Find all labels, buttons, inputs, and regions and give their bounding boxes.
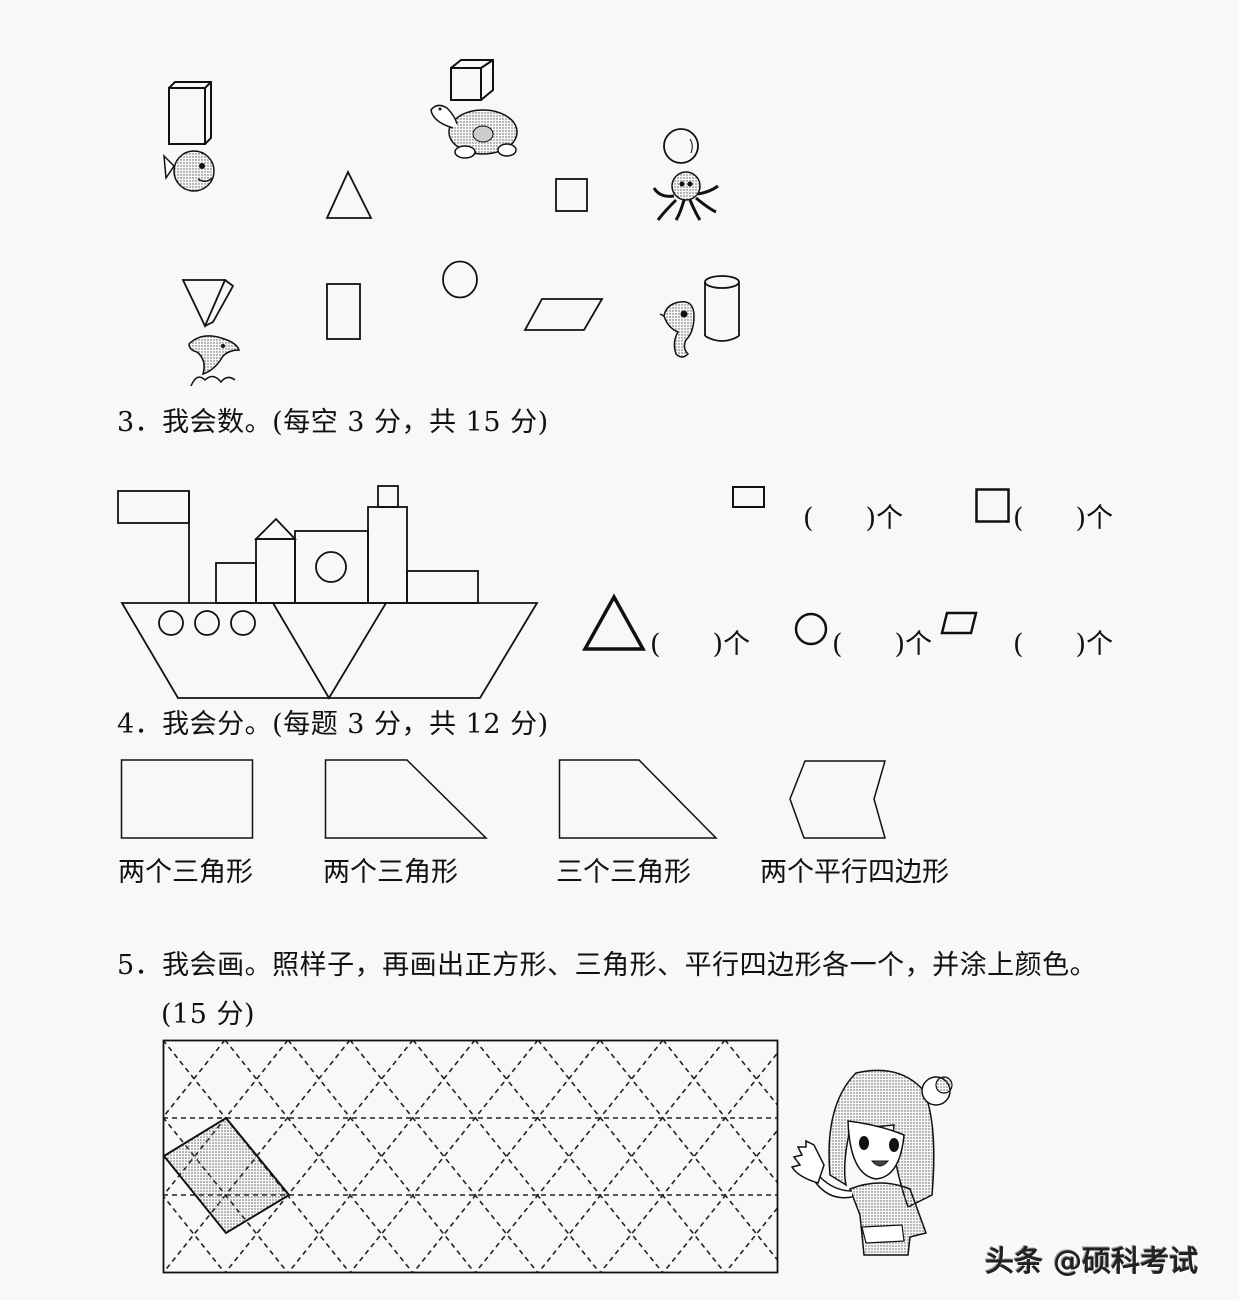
divide-label-2: 两个三角形 [323,857,458,888]
ship-picture [117,485,539,700]
octopus-icon [652,171,719,221]
cuboid-shape [168,81,212,145]
triangle-count-icon [582,593,646,651]
sample-shaded-rectangle [162,1116,291,1235]
cylinder-shape [704,275,740,342]
circle-shape [442,260,478,299]
question-5-score: (15 分) [161,999,256,1030]
divide-shape-2-trapezoid [324,759,488,839]
girl-waving-illustration [790,1069,953,1256]
square-count-icon [975,488,1010,523]
circle-count-icon [794,612,828,646]
watermark: 头条 @硕科考试 [985,1244,1199,1278]
divide-shape-4-chevron [789,760,886,839]
divide-shape-3-trapezoid [558,759,718,839]
dolphin-icon [188,335,241,387]
parallelogram-count-icon [940,611,978,635]
triangular-prism-shape [181,279,235,329]
question-5-title: 5．我会画。照样子，再画出正方形、三角形、平行四边形各一个，并涂上颜色。 [117,950,1098,981]
divide-label-3: 三个三角形 [556,857,691,888]
turtle-icon [430,104,518,159]
divide-label-1: 两个三角形 [118,857,253,888]
drawing-grid[interactable] [162,1039,779,1274]
rectangle-shape [326,283,361,340]
cube-shape [450,59,494,101]
parallelogram-count-blank[interactable]: ()个 [1013,629,1114,660]
question-3-title: 3．我会数。(每空 3 分，共 15 分) [117,407,549,438]
triangle-shape [325,169,373,219]
square-count-blank[interactable]: ()个 [1013,503,1114,534]
square-shape [555,178,588,212]
circle-count-blank[interactable]: ()个 [832,629,933,660]
divide-shape-1-rectangle [120,759,254,839]
fish-icon [163,150,215,192]
sphere-shape [663,128,699,164]
seahorse-icon [659,301,695,358]
divide-label-4: 两个平行四边形 [760,857,949,888]
parallelogram-shape [523,298,604,331]
question-4-title: 4．我会分。(每题 3 分，共 12 分) [117,709,549,740]
rectangle-count-blank[interactable]: ()个 [803,503,904,534]
triangle-count-blank[interactable]: ()个 [650,629,751,660]
rectangle-count-icon [732,486,765,508]
